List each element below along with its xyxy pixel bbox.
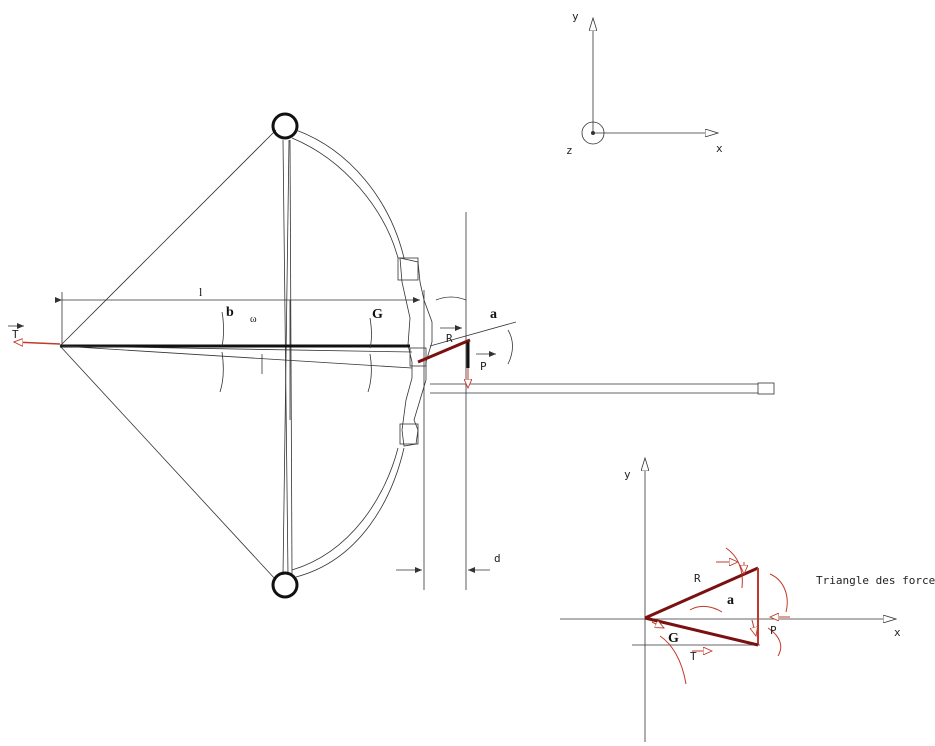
axis-z-label: z — [566, 144, 573, 157]
triangle-label-T: T — [690, 650, 697, 663]
upper-limb — [295, 129, 405, 259]
label-b: b — [226, 305, 234, 320]
upper-string — [59, 129, 277, 347]
triangle-label-R: R — [694, 572, 701, 585]
label-l: l — [199, 285, 203, 299]
triangle-title: Triangle des forces — [816, 574, 935, 587]
lower-cam — [271, 571, 299, 599]
triangle-label-P: P — [770, 624, 777, 637]
label-T: T — [12, 328, 19, 341]
axis-x-label: x — [716, 142, 723, 155]
axis-y-label: y — [572, 10, 579, 23]
label-a: a — [490, 307, 497, 322]
triangle-x-label: x — [894, 626, 901, 639]
lower-limb — [295, 447, 405, 578]
triangle-side-R — [644, 566, 759, 620]
label-omega: ω — [250, 314, 257, 325]
label-d: d — [494, 552, 501, 565]
label-G: G — [372, 307, 383, 322]
triangle-y-label: y — [624, 468, 631, 481]
triangle-label-a: a — [727, 593, 734, 608]
triangle-label-G: G — [668, 631, 679, 646]
coordinate-axes: y x z — [566, 10, 723, 157]
label-R: R — [446, 332, 453, 345]
lower-string — [59, 345, 277, 581]
triangle-side-T — [644, 616, 759, 647]
force-T-arrow — [14, 342, 61, 344]
label-P: P — [480, 360, 487, 373]
arrow-tip — [757, 382, 775, 395]
force-a-segment — [417, 338, 471, 364]
upper-cam — [271, 112, 299, 140]
force-triangle: y x Triangle des forces R a G P T — [560, 458, 935, 742]
bow-drawing: l b ω G a R P T d — [8, 112, 775, 599]
